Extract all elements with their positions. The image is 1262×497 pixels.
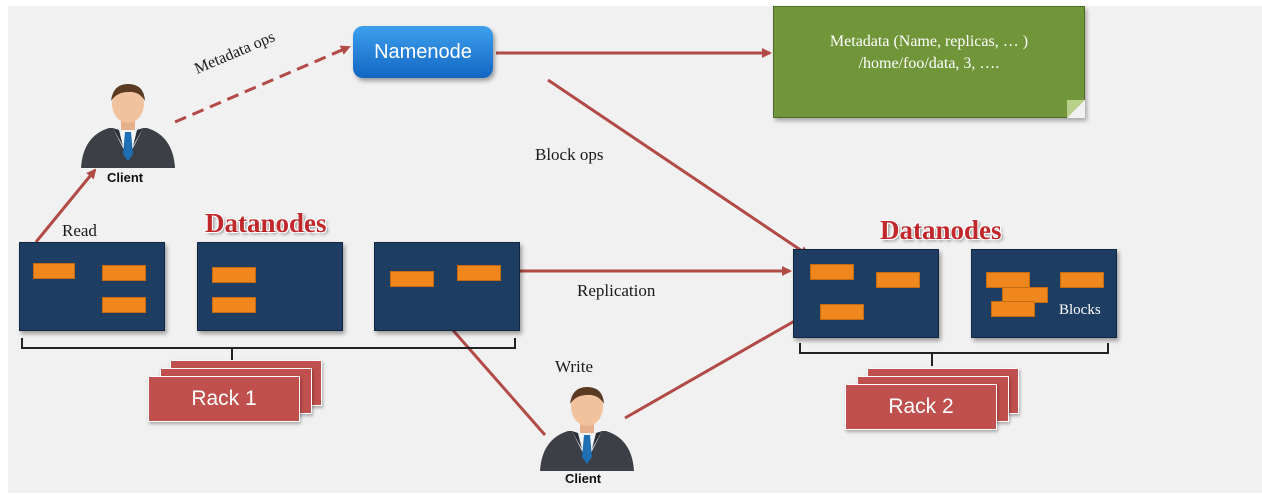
client-label-top: Client xyxy=(107,170,144,185)
metadata-ops-arrow xyxy=(174,45,351,124)
note-fold xyxy=(1067,100,1085,118)
replication-label: Replication xyxy=(577,281,656,300)
businessman-icon xyxy=(540,387,634,471)
block-ops-arrow xyxy=(547,78,810,257)
write-label: Write xyxy=(555,357,594,376)
client-icon-top xyxy=(75,82,181,173)
metadata-note: Metadata (Name, replicas, … ) /home/foo/… xyxy=(773,6,1085,118)
client-label-bottom: Client xyxy=(565,471,602,486)
rack2-bracket xyxy=(799,343,1109,366)
block xyxy=(212,297,256,313)
block xyxy=(986,272,1030,288)
metadata-line-2: /home/foo/data, 3, …. xyxy=(858,55,1000,72)
datanode-rack2-2: Blocks xyxy=(971,249,1117,338)
write-arrow-rack2 xyxy=(624,313,807,420)
rack1-bracket xyxy=(21,338,516,362)
metadata-line-1: Metadata (Name, replicas, … ) xyxy=(829,33,1029,50)
datanodes-title-rack1: Datanodes xyxy=(205,208,327,238)
read-label: Read xyxy=(62,221,97,240)
block-ops-label: Block ops xyxy=(535,145,604,164)
read-arrow xyxy=(34,168,97,243)
block xyxy=(991,301,1035,317)
datanode-rack1-2 xyxy=(197,242,343,331)
client-icon-bottom xyxy=(534,385,640,476)
block xyxy=(457,265,501,281)
blocks-label: Blocks xyxy=(1059,302,1101,318)
businessman-icon xyxy=(81,84,175,168)
rack1-stack: Rack 1 xyxy=(148,358,328,438)
rack1-label: Rack 1 xyxy=(148,376,300,422)
block xyxy=(390,271,434,287)
block xyxy=(33,263,75,279)
datanode-rack2-1 xyxy=(793,249,939,338)
datanode-rack1-3 xyxy=(374,242,520,331)
block xyxy=(810,264,854,280)
block xyxy=(820,304,864,320)
rack2-label: Rack 2 xyxy=(845,384,997,430)
namenode-box: Namenode xyxy=(353,26,493,78)
datanode-rack1-1 xyxy=(19,242,165,331)
datanodes-title-rack2: Datanodes xyxy=(880,215,1002,245)
block xyxy=(1060,272,1104,288)
rack2-stack: Rack 2 xyxy=(845,368,1025,448)
block xyxy=(102,265,146,281)
block xyxy=(876,272,920,288)
block xyxy=(212,267,256,283)
block xyxy=(102,297,146,313)
